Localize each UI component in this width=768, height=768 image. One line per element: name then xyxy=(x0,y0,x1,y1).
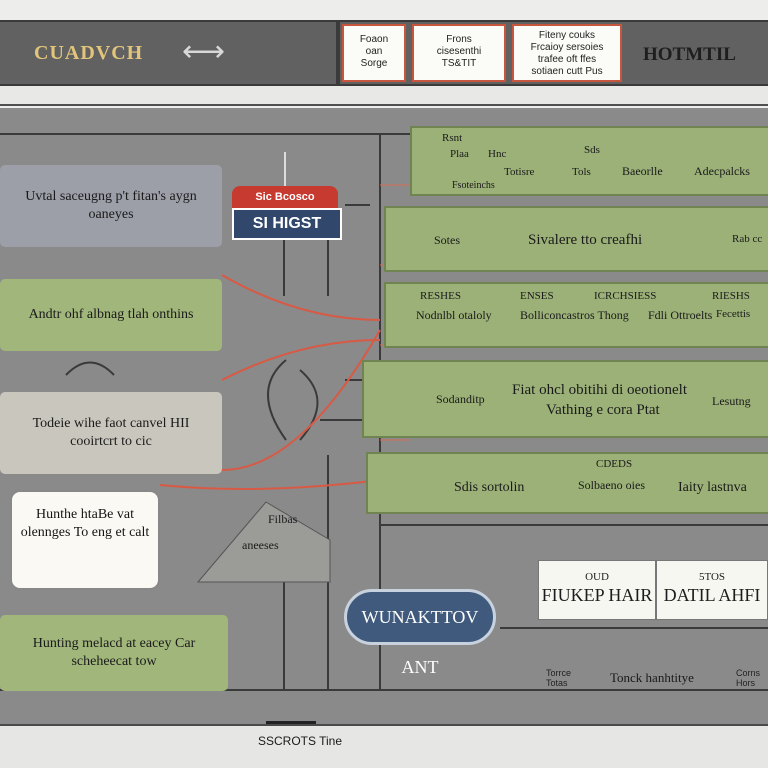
row-4[interactable]: Sodanditp Fiat ohcl obitihi di oeotionel… xyxy=(362,360,768,438)
header-card-3[interactable]: Fiteny couks Frcaioy sersoies trafee oft… xyxy=(512,24,622,82)
row-label: Vathing e cora Ptat xyxy=(546,402,660,418)
row-label: Bolliconcastros Thong xyxy=(520,308,629,322)
row-label: Totisre xyxy=(504,166,535,178)
row-label: ENSES xyxy=(520,290,554,302)
header-divider xyxy=(336,20,340,86)
bottom-label-right: Corns Hors xyxy=(736,668,761,688)
card-line: Foaon xyxy=(359,34,389,45)
row-label: Nodnlbl otaloly xyxy=(416,308,492,322)
connector-layer xyxy=(0,133,768,691)
bottom-label-center: Tonck hanhtitye xyxy=(610,670,694,685)
row-label: Fecettis xyxy=(716,308,751,320)
row-label: Sivalere tto creafhi xyxy=(528,232,643,248)
row-label: Hnc xyxy=(488,148,507,160)
row-1[interactable]: Rsnt Plaa Hnc Sds Totisre Tols Baeorlle … xyxy=(410,126,768,196)
bottom-box-big: DATIL AHFI xyxy=(663,585,761,605)
bottom-bar xyxy=(0,724,768,768)
footer-label: SSCROTS Tine xyxy=(258,734,343,748)
bottom-box-1[interactable]: OUD FIUKEP HAIR xyxy=(538,560,656,620)
card-line: Fiteny couks xyxy=(538,30,596,41)
row-label: Baeorlle xyxy=(622,164,663,178)
row-label: Adecpalcks xyxy=(694,164,750,178)
card-line: trafee oft ffes xyxy=(537,54,597,65)
bottom-box-small: 5TOS xyxy=(698,571,726,583)
row-label: RIESHS xyxy=(712,290,750,302)
triangle-label-2: aneeses xyxy=(242,538,279,552)
bottom-box-small: OUD xyxy=(585,571,609,583)
left-box-1[interactable]: Uvtal saceugng p't fitan's aygn oaneyes xyxy=(0,165,222,247)
left-box-3[interactable]: Todeie wihe faot canvel HII cooirtcrt to… xyxy=(0,392,222,474)
row-label: Fsoteinchs xyxy=(452,180,495,191)
row-label: ICRCHSIESS xyxy=(594,290,657,302)
brand-right-title: HOTMTIL xyxy=(643,44,736,65)
row-label: Tols xyxy=(572,166,591,178)
sign-top: Sic Bcosco xyxy=(232,186,338,208)
row-label: Sotes xyxy=(434,233,461,247)
row-label: Fdli Ottroelts xyxy=(648,308,713,322)
top-strip xyxy=(0,86,768,106)
row-label: Sds xyxy=(584,144,600,156)
footer-icon xyxy=(266,714,316,724)
row-label: Rab cc xyxy=(732,233,763,245)
bottom-label-left: Torrce Totas xyxy=(546,668,572,688)
row-label: Lesutng xyxy=(712,394,751,408)
card-line: oan xyxy=(365,46,383,57)
row-3[interactable]: RESHES ENSES ICRCHSIESS RIESHS Nodnlbl o… xyxy=(384,282,768,348)
bottom-box-big: FIUKEP HAIR xyxy=(541,585,653,605)
row-label: Sdis sortolin xyxy=(454,480,525,495)
sign-antenna xyxy=(284,152,286,186)
pill-button[interactable]: WUNAKTTOV ANT xyxy=(344,589,496,677)
card-line: sotiaen cutt Pus xyxy=(531,66,603,77)
card-line: cisesenthi xyxy=(436,46,482,57)
sign: Sic Bcosco SI HIGST xyxy=(232,186,342,240)
row-label: Iaity lastnva xyxy=(678,480,747,495)
row-5[interactable]: CDEDS Sdis sortolin Solbaeno oies Iaity … xyxy=(366,452,768,514)
left-box-5[interactable]: Hunting melacd at eacey Car scheheecat t… xyxy=(0,615,228,691)
row-label: Fiat ohcl obitihi di oeotionelt xyxy=(512,382,687,398)
card-line: Sorge xyxy=(360,58,388,69)
bottom-box-2[interactable]: 5TOS DATIL AHFI xyxy=(656,560,768,620)
speech-bubble[interactable]: Hunthe htaBe vat olennges To eng et calt xyxy=(10,490,160,590)
row-label: Rsnt xyxy=(442,132,463,144)
row-label: RESHES xyxy=(420,290,461,302)
header-card-1[interactable]: Foaon oan Sorge xyxy=(342,24,406,82)
row-label: Solbaeno oies xyxy=(578,478,645,492)
header-card-2[interactable]: Frons cisesenthi TS&TIT xyxy=(412,24,506,82)
row-label: CDEDS xyxy=(596,458,633,470)
card-line: TS&TIT xyxy=(441,58,477,69)
sign-bottom: SI HIGST xyxy=(232,208,342,240)
row-2[interactable]: Sotes Sivalere tto creafhi Rab cc xyxy=(384,206,768,272)
left-box-2[interactable]: Andtr ohf albnag tlah onthins xyxy=(0,279,222,351)
card-line: Frons xyxy=(446,34,472,45)
triangle-label-1: Filbas xyxy=(268,512,298,526)
double-arrow-icon: ⟷ xyxy=(182,35,226,68)
row-label: Sodanditp xyxy=(436,392,485,406)
card-line: Frcaioy sersoies xyxy=(530,42,604,53)
brand-title: CUADVCH xyxy=(34,42,144,64)
row-label: Plaa xyxy=(450,148,469,160)
